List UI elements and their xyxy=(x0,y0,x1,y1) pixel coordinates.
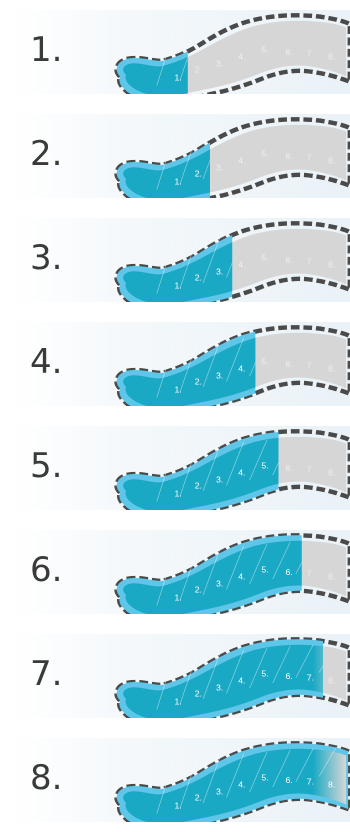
step-row-6: 6.1. 2. 3. 4. 5. 6. 7. 8. xyxy=(12,530,350,614)
chamber-label-5: 5. xyxy=(261,669,268,678)
step-row-3: 3.1. 2. 3. 4. 5. 6. 7. 8. xyxy=(12,218,350,302)
chamber-label-7: 7. xyxy=(307,49,314,58)
chamber-label-5: 5. xyxy=(261,357,268,366)
chamber-label-6: 6. xyxy=(286,151,293,160)
chamber-label-1: 1. xyxy=(174,593,181,602)
chamber-label-8: 8. xyxy=(328,52,335,61)
chamber-label-4: 4. xyxy=(238,572,245,581)
chamber-label-8: 8. xyxy=(328,676,335,685)
step-row-7: 7.1. 2. 3. 4. 5. 6. 7. 8. xyxy=(12,634,350,718)
chamber-label-6: 6. xyxy=(286,567,293,576)
step-row-5: 5.1. 2. 3. 4. 5. 6. 7. 8. xyxy=(12,426,350,510)
chamber-label-2: 2. xyxy=(195,377,202,386)
chamber-label-2: 2. xyxy=(195,793,202,802)
chamber-label-2: 2. xyxy=(195,585,202,594)
chamber-label-3: 3. xyxy=(216,59,223,68)
chamber-label-3: 3. xyxy=(216,475,223,484)
chamber-label-1: 1. xyxy=(174,489,181,498)
chamber-label-7: 7. xyxy=(307,361,314,370)
chamber-label-1: 1. xyxy=(174,73,181,82)
chamber-label-2: 2. xyxy=(195,65,202,74)
chamber-label-1: 1. xyxy=(174,697,181,706)
chamber-label-6: 6. xyxy=(286,671,293,680)
chamber-label-7: 7. xyxy=(307,569,314,578)
chamber-label-8: 8. xyxy=(328,780,335,789)
chamber-label-4: 4. xyxy=(238,468,245,477)
chamber-label-5: 5. xyxy=(261,149,268,158)
chamber-label-5: 5. xyxy=(261,45,268,54)
chamber-label-3: 3. xyxy=(216,787,223,796)
chamber-label-7: 7. xyxy=(307,777,314,786)
chamber-label-6: 6. xyxy=(286,359,293,368)
step-row-1: 1.1. 2. 3. 4. 5. 6. 7. 8. xyxy=(12,10,350,94)
leg-compression-icon: 1. 2. 3. 4. 5. 6. 7. 8. xyxy=(12,114,350,198)
chamber-label-4: 4. xyxy=(238,156,245,165)
chamber-label-6: 6. xyxy=(286,463,293,472)
chamber-label-3: 3. xyxy=(216,579,223,588)
chamber-label-8: 8. xyxy=(328,156,335,165)
leg-compression-icon: 1. 2. 3. 4. 5. 6. 7. 8. xyxy=(12,218,350,302)
chamber-label-2: 2. xyxy=(195,169,202,178)
chamber-label-4: 4. xyxy=(238,676,245,685)
chamber-label-8: 8. xyxy=(328,572,335,581)
chamber-label-3: 3. xyxy=(216,683,223,692)
chamber-label-5: 5. xyxy=(261,773,268,782)
step-row-8: 8.1. 2. 3. 4. 5. 6. 7. 8. xyxy=(12,738,350,822)
chamber-label-3: 3. xyxy=(216,267,223,276)
chamber-label-8: 8. xyxy=(328,468,335,477)
leg-compression-icon: 1. 2. 3. 4. 5. 6. 7. 8. xyxy=(12,738,350,822)
chamber-label-1: 1. xyxy=(174,801,181,810)
chamber-label-5: 5. xyxy=(261,253,268,262)
step-row-2: 2.1. 2. 3. 4. 5. 6. 7. 8. xyxy=(12,114,350,198)
chamber-label-3: 3. xyxy=(216,163,223,172)
chamber-label-5: 5. xyxy=(261,461,268,470)
chamber-label-5: 5. xyxy=(261,565,268,574)
chamber-label-3: 3. xyxy=(216,371,223,380)
chamber-label-4: 4. xyxy=(238,364,245,373)
chamber-label-7: 7. xyxy=(307,673,314,682)
chamber-label-2: 2. xyxy=(195,689,202,698)
chamber-label-6: 6. xyxy=(286,775,293,784)
chamber-label-1: 1. xyxy=(174,385,181,394)
chamber-label-6: 6. xyxy=(286,47,293,56)
chamber-label-8: 8. xyxy=(328,364,335,373)
chamber-label-4: 4. xyxy=(238,52,245,61)
chamber-label-2: 2. xyxy=(195,481,202,490)
chamber-label-8: 8. xyxy=(328,260,335,269)
leg-compression-icon: 1. 2. 3. 4. 5. 6. 7. 8. xyxy=(12,634,350,718)
leg-compression-icon: 1. 2. 3. 4. 5. 6. 7. 8. xyxy=(12,530,350,614)
chamber-label-7: 7. xyxy=(307,257,314,266)
leg-compression-icon: 1. 2. 3. 4. 5. 6. 7. 8. xyxy=(12,426,350,510)
chamber-label-2: 2. xyxy=(195,273,202,282)
chamber-label-7: 7. xyxy=(307,465,314,474)
chamber-label-1: 1. xyxy=(174,177,181,186)
chamber-label-4: 4. xyxy=(238,780,245,789)
chamber-label-4: 4. xyxy=(238,260,245,269)
chamber-label-7: 7. xyxy=(307,153,314,162)
chamber-label-1: 1. xyxy=(174,281,181,290)
leg-compression-icon: 1. 2. 3. 4. 5. 6. 7. 8. xyxy=(12,10,350,94)
chamber-label-6: 6. xyxy=(286,255,293,264)
active-chambers-group xyxy=(117,639,350,718)
step-row-4: 4.1. 2. 3. 4. 5. 6. 7. 8. xyxy=(12,322,350,406)
leg-compression-icon: 1. 2. 3. 4. 5. 6. 7. 8. xyxy=(12,322,350,406)
active-chambers-group xyxy=(117,743,350,822)
